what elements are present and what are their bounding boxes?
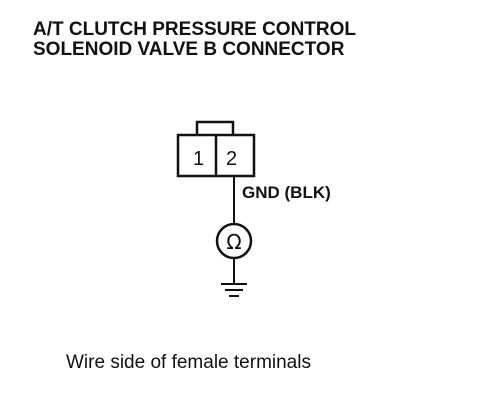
title-line-2: SOLENOID VALVE B CONNECTOR (33, 39, 345, 60)
ohmmeter-icon: Ω (215, 222, 253, 260)
diagram-title: A/T CLUTCH PRESSURE CONTROL SOLENOID VAL… (33, 20, 356, 60)
caption: Wire side of female terminals (66, 352, 311, 373)
ground-icon (221, 283, 247, 297)
title-line-1: A/T CLUTCH PRESSURE CONTROL (33, 19, 356, 40)
wire-label: GND (BLK) (242, 183, 331, 202)
pin-2-label: 2 (226, 148, 237, 170)
ohm-symbol: Ω (226, 230, 241, 254)
pin-1-label: 1 (193, 148, 204, 170)
connector-latch (195, 120, 235, 135)
